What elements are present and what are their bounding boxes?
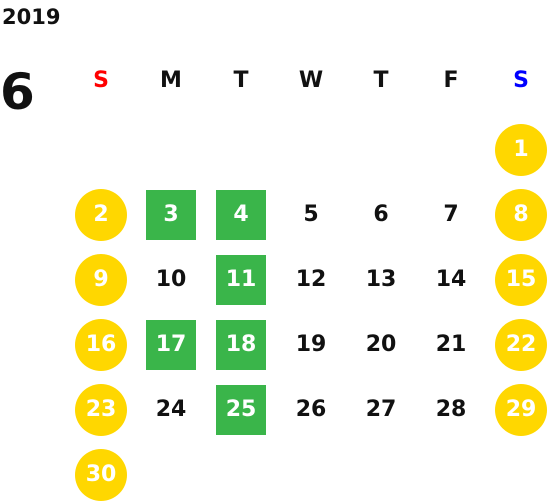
day-cell[interactable]: 20: [365, 332, 397, 357]
day-cell[interactable]: 29: [495, 384, 547, 436]
day-cell[interactable]: 7: [443, 202, 459, 227]
day-cell[interactable]: 5: [303, 202, 319, 227]
month-label: 6: [0, 63, 35, 121]
day-cell[interactable]: 12: [295, 267, 327, 292]
day-cell[interactable]: 28: [435, 397, 467, 422]
day-cell[interactable]: 27: [365, 397, 397, 422]
day-cell[interactable]: 23: [75, 384, 127, 436]
weekday-header: S: [513, 68, 529, 93]
day-cell[interactable]: 1: [495, 124, 547, 176]
weekday-header: T: [233, 68, 249, 93]
day-cell[interactable]: 30: [75, 449, 127, 501]
day-cell[interactable]: 13: [365, 267, 397, 292]
day-cell[interactable]: 18: [216, 320, 266, 370]
year-label: 2019: [2, 5, 61, 29]
day-cell[interactable]: 15: [495, 254, 547, 306]
day-cell[interactable]: 11: [216, 255, 266, 305]
day-cell[interactable]: 4: [216, 190, 266, 240]
weekday-header: T: [373, 68, 389, 93]
day-cell[interactable]: 10: [155, 267, 187, 292]
day-cell[interactable]: 17: [146, 320, 196, 370]
weekday-header: F: [443, 68, 459, 93]
day-cell[interactable]: 19: [295, 332, 327, 357]
weekday-header: M: [160, 68, 182, 93]
day-cell[interactable]: 21: [435, 332, 467, 357]
day-cell[interactable]: 26: [295, 397, 327, 422]
day-cell[interactable]: 2: [75, 189, 127, 241]
day-cell[interactable]: 6: [373, 202, 389, 227]
day-cell[interactable]: 3: [146, 190, 196, 240]
weekday-header: W: [298, 68, 324, 93]
day-cell[interactable]: 9: [75, 254, 127, 306]
weekday-header: S: [93, 68, 109, 93]
day-cell[interactable]: 14: [435, 267, 467, 292]
day-cell[interactable]: 8: [495, 189, 547, 241]
day-cell[interactable]: 25: [216, 385, 266, 435]
day-cell[interactable]: 22: [495, 319, 547, 371]
day-cell[interactable]: 24: [155, 397, 187, 422]
day-cell[interactable]: 16: [75, 319, 127, 371]
